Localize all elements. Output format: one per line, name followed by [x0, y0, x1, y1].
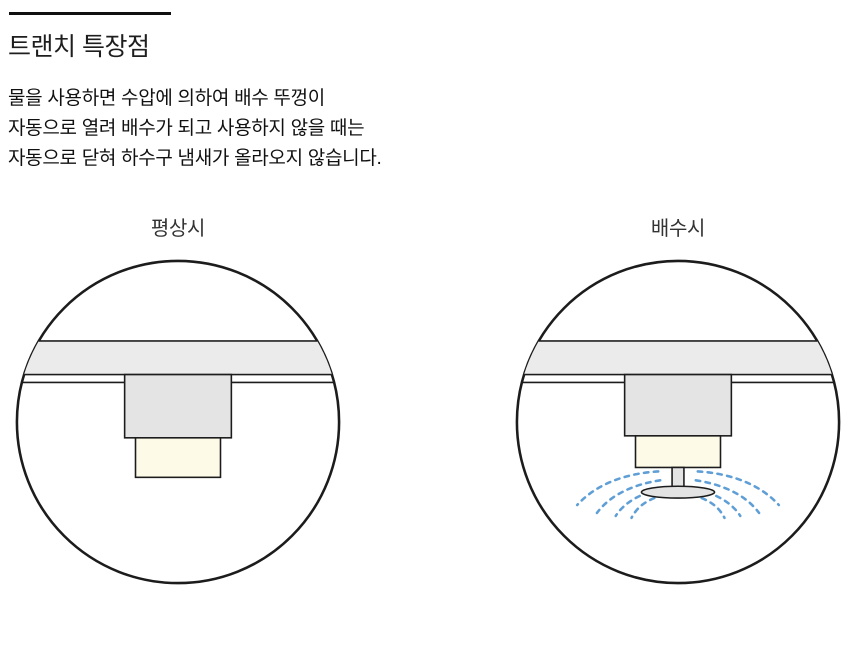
description: 물을 사용하면 수압에 의하여 배수 뚜껑이 자동으로 열려 배수가 되고 사용… — [8, 84, 382, 174]
spray-arc-left-outer — [575, 470, 660, 507]
description-line: 자동으로 열려 배수가 되고 사용하지 않을 때는 — [8, 118, 365, 139]
drain-body — [623, 373, 733, 437]
spray-arc-right-outer — [696, 470, 781, 507]
figure-label-draining: 배수시 — [650, 218, 706, 240]
floor-band — [16, 340, 340, 376]
drain-cover-closed — [134, 437, 222, 479]
figure-normal-state: 평상시 — [10, 212, 346, 590]
description-line: 물을 사용하면 수압에 의하여 배수 뚜껑이 — [8, 88, 325, 109]
trench-open-diagram — [515, 259, 841, 585]
spray-arc-left-inner — [630, 496, 656, 520]
trench-closed-diagram — [15, 259, 341, 585]
diagram-row: 평상시 배수시 — [0, 212, 850, 590]
figure-label-normal: 평상시 — [150, 218, 206, 240]
floor-band — [516, 340, 840, 376]
drain-cover-open — [634, 435, 722, 469]
title-underline — [9, 12, 171, 15]
page-title: 트랜치 특장점 — [8, 33, 150, 61]
drain-body — [123, 373, 233, 439]
description-line: 자동으로 닫혀 하수구 냄새가 올라오지 않습니다. — [8, 148, 382, 169]
figure-draining-state: 배수시 — [510, 212, 846, 590]
drain-cover-disc — [640, 485, 716, 499]
spray-arc-right-inner — [700, 496, 726, 520]
